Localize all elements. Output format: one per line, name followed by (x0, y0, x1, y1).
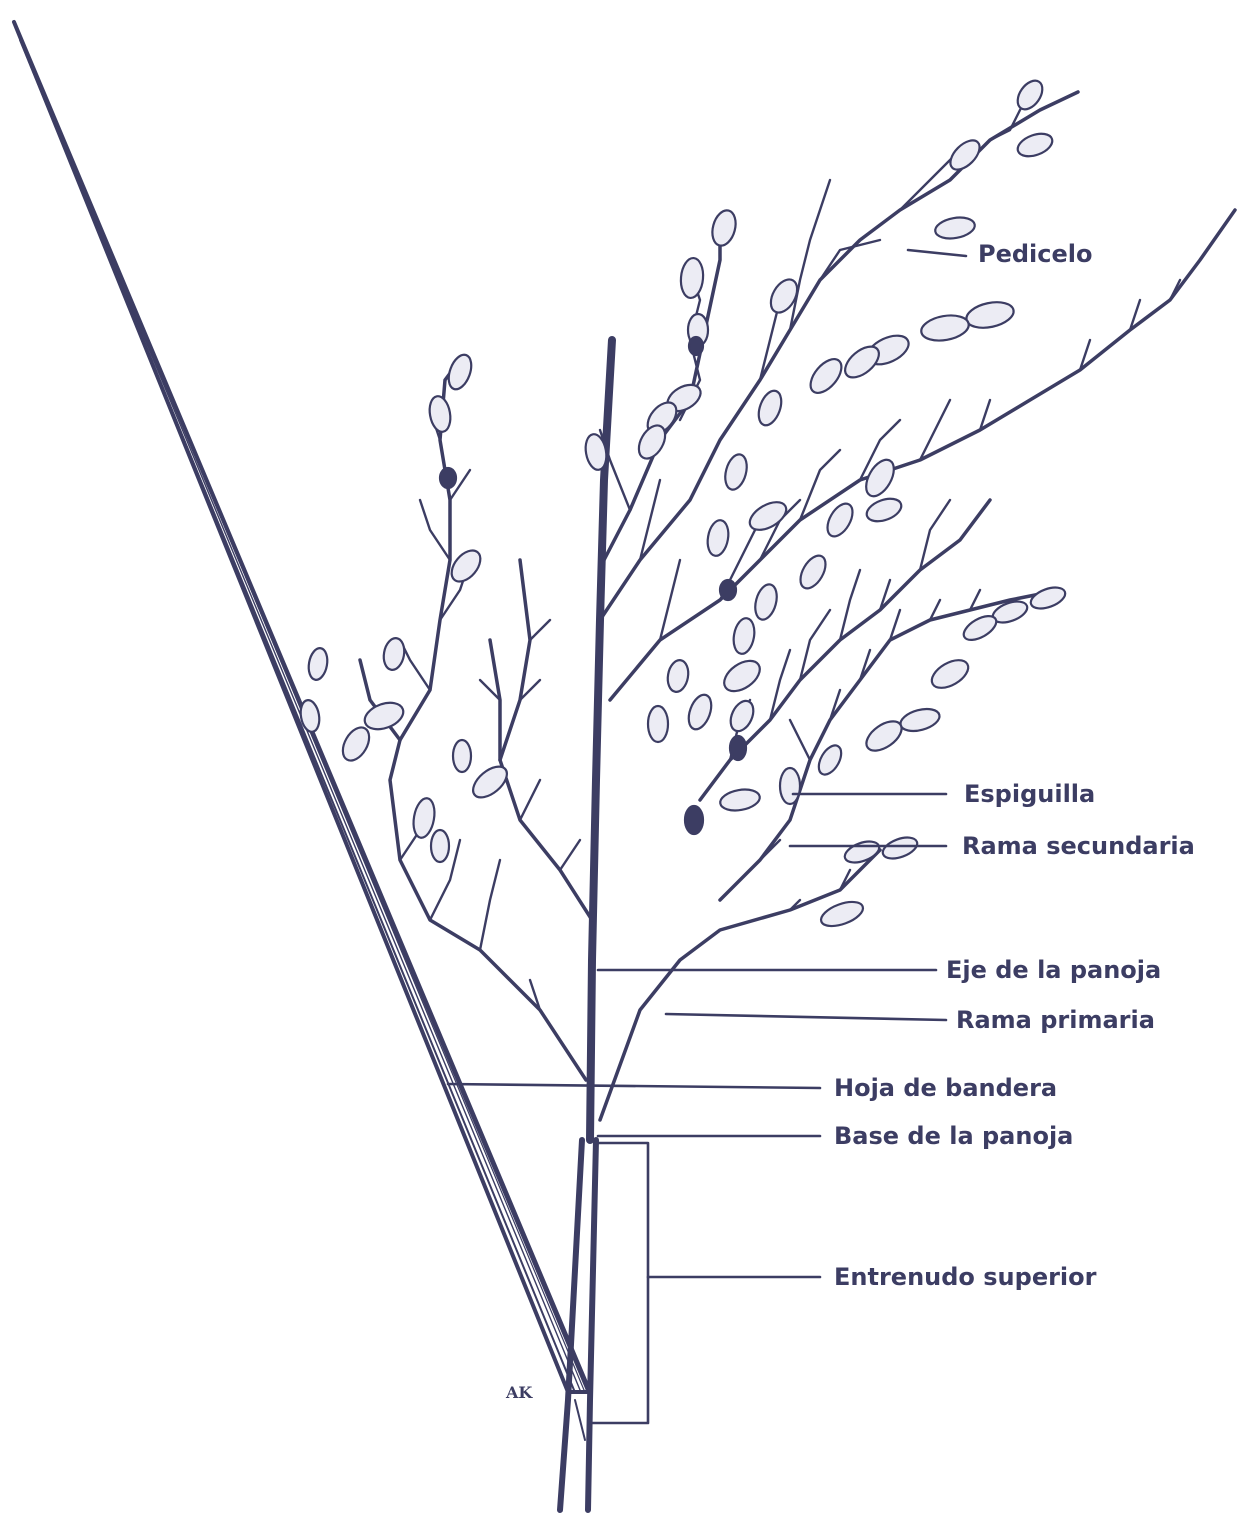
label-hoja-bandera: Hoja de bandera (834, 1074, 1057, 1102)
label-eje-panoja: Eje de la panoja (946, 956, 1161, 984)
label-rama-primaria: Rama primaria (956, 1006, 1155, 1034)
label-rama-secundaria: Rama secundaria (962, 832, 1195, 860)
internode-bracket (590, 1143, 648, 1423)
secondary-branches (400, 90, 1180, 1010)
spikelets (298, 76, 1068, 931)
label-entrenudo-superior: Entrenudo superior (834, 1263, 1097, 1291)
label-espiguilla: Espiguilla (964, 780, 1095, 808)
label-base-panoja: Base de la panoja (834, 1122, 1073, 1150)
artist-signature: AK (505, 1383, 533, 1402)
culm (560, 1140, 596, 1510)
label-pedicelo: Pedicelo (978, 240, 1093, 268)
